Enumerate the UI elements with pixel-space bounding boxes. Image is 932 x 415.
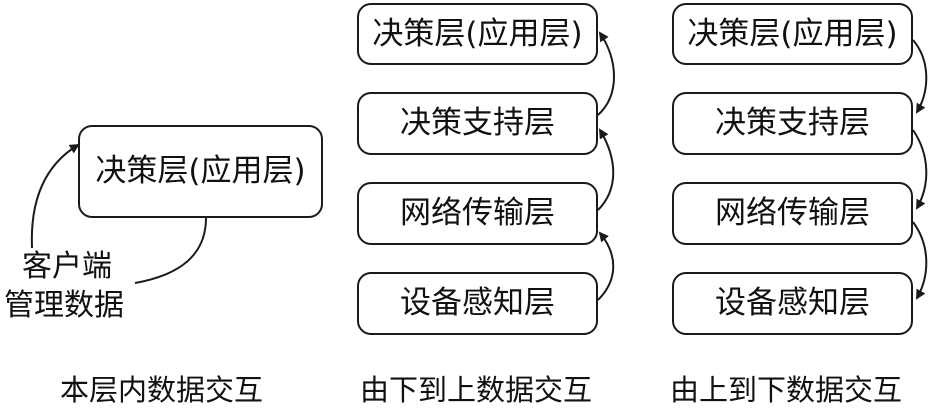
arrow-up-3 bbox=[597, 31, 615, 116]
right-box-label-4: 设备感知层 bbox=[715, 285, 870, 321]
arrow-up-1 bbox=[597, 231, 615, 301]
mid-box-label-4: 设备感知层 bbox=[400, 285, 555, 321]
client-label: 客户端 bbox=[22, 249, 112, 284]
mid-box-label-2: 决策支持层 bbox=[400, 105, 555, 141]
mid-box-label-1: 决策层(应用层) bbox=[372, 15, 583, 52]
right-box-label-3: 网络传输层 bbox=[715, 195, 870, 231]
mid-decision-support-box: 决策支持层 bbox=[357, 92, 598, 155]
arrow-box-to-client bbox=[134, 217, 207, 284]
arrow-down-2 bbox=[912, 129, 928, 210]
mid-network-transport-box: 网络传输层 bbox=[357, 182, 598, 245]
arrow-down-3 bbox=[912, 221, 928, 300]
right-network-transport-box: 网络传输层 bbox=[672, 182, 913, 245]
arrow-up-2 bbox=[597, 128, 615, 211]
right-decision-support-box: 决策支持层 bbox=[672, 92, 913, 155]
mid-decision-layer-box: 决策层(应用层) bbox=[357, 3, 598, 65]
right-box-label-2: 决策支持层 bbox=[715, 105, 870, 141]
right-decision-layer-box: 决策层(应用层) bbox=[672, 3, 913, 65]
caption-left: 本层内数据交互 bbox=[60, 373, 264, 407]
mid-box-label-3: 网络传输层 bbox=[400, 195, 555, 231]
caption-right: 由上到下数据交互 bbox=[670, 373, 903, 407]
caption-middle: 由下到上数据交互 bbox=[360, 373, 593, 407]
left-decision-layer-box: 决策层(应用层) bbox=[78, 125, 323, 218]
management-data-label: 管理数据 bbox=[4, 288, 124, 323]
mid-device-perception-box: 设备感知层 bbox=[357, 272, 598, 335]
left-decision-layer-label: 决策层(应用层) bbox=[95, 153, 306, 189]
right-device-perception-box: 设备感知层 bbox=[672, 272, 913, 335]
arrow-down-1 bbox=[912, 39, 928, 114]
arrow-client-to-box bbox=[30, 143, 80, 249]
right-box-label-1: 决策层(应用层) bbox=[687, 15, 898, 52]
